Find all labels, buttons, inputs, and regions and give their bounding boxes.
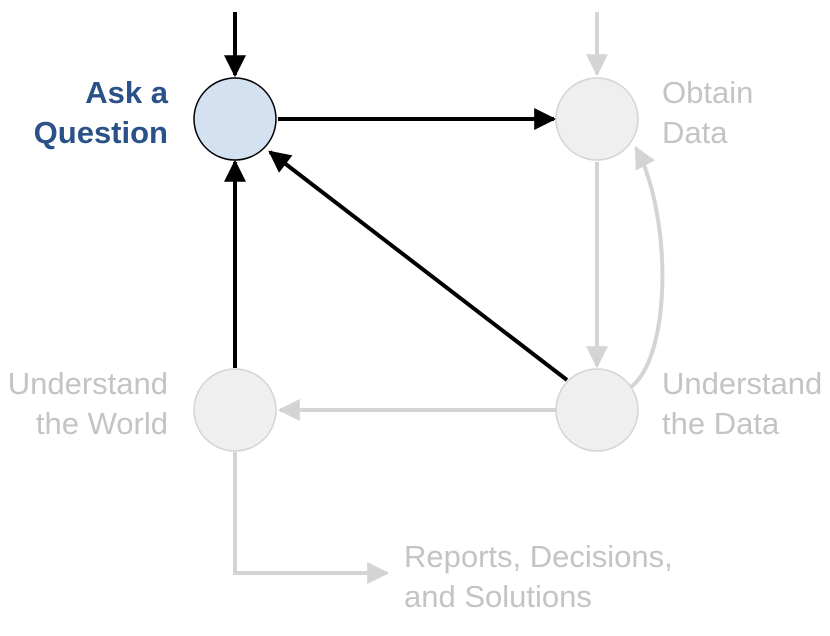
label-ask-question-line-2: Question bbox=[33, 115, 168, 150]
label-obtain-data: Obtain Data bbox=[662, 73, 753, 153]
label-obtain-data-line-1: Obtain bbox=[662, 75, 754, 110]
label-understand-data-line-1: Understand bbox=[662, 366, 823, 401]
arrow-understand-data-to-ask bbox=[268, 150, 569, 382]
node-understand-data bbox=[555, 368, 639, 452]
label-understand-world: Understand the World bbox=[8, 364, 168, 444]
label-ask-question: Ask a Question bbox=[34, 73, 168, 153]
node-understand-world bbox=[193, 368, 277, 452]
label-understand-world-line-1: Understand bbox=[7, 366, 168, 401]
node-ask-question bbox=[193, 77, 277, 161]
label-understand-world-line-2: the World bbox=[35, 406, 168, 441]
label-understand-data-line-2: the Data bbox=[662, 406, 780, 441]
label-understand-data: Understand the Data bbox=[662, 364, 822, 444]
label-obtain-data-line-2: Data bbox=[662, 115, 728, 150]
label-output-line-2: and Solutions bbox=[404, 579, 592, 614]
label-output: Reports, Decisions, and Solutions bbox=[404, 537, 673, 617]
label-output-line-1: Reports, Decisions, bbox=[404, 539, 673, 574]
arrow-world-to-output bbox=[233, 452, 390, 584]
label-ask-question-line-1: Ask a bbox=[85, 75, 168, 110]
arrow-understand-data-to-obtain-curved bbox=[629, 146, 665, 389]
node-obtain-data bbox=[555, 77, 639, 161]
